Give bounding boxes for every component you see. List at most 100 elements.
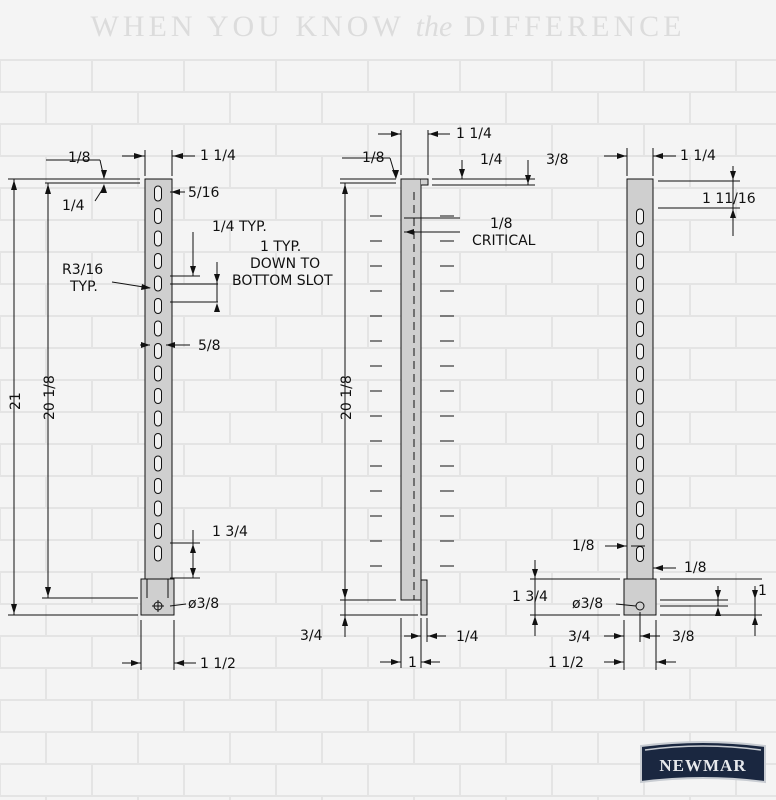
back-slot — [636, 478, 644, 495]
front-slot — [154, 455, 162, 472]
back-arrow-38 — [641, 633, 650, 639]
front-arrow-base-right — [175, 660, 184, 666]
front-arrow-134-top — [190, 544, 196, 553]
front-slot — [154, 365, 162, 382]
side-dim-hook-drop: 3/8 — [546, 152, 569, 168]
front-arrow-typ — [190, 266, 196, 275]
front-slot — [154, 208, 162, 224]
front-hole-leader — [169, 603, 187, 607]
front-arrow-20-top — [45, 184, 51, 194]
logo-banner — [640, 741, 766, 784]
back-dim-wall-right: 1/8 — [684, 560, 707, 576]
front-arrow-wall — [101, 170, 107, 179]
back-arrow-hole-top — [715, 590, 721, 599]
front-dim-wall: 1/8 — [68, 150, 91, 166]
side-view: 1 1/4 1/8 1/4 3/8 1/8 CRITICAL 20 1/8 3/… — [300, 126, 569, 671]
front-slot — [154, 523, 162, 539]
side-arrow-20-top — [342, 184, 348, 194]
front-slot — [154, 275, 162, 292]
back-dim-bottom: 1 3/4 — [512, 589, 548, 605]
side-dim-hook-gap: 1/4 — [480, 152, 503, 168]
front-dim-base-width: 1 1/2 — [200, 656, 236, 672]
side-dim-tab: 1/4 — [456, 629, 479, 645]
back-arrow-1-top — [752, 590, 758, 599]
front-arrow-top-left — [134, 153, 144, 159]
front-view: 1 1/4 1/8 1/4 5/16 1/4 TYP. 1 TYP. DOWN … — [8, 148, 333, 672]
front-slot — [154, 388, 162, 404]
back-arrow-1116-bottom — [730, 209, 736, 218]
side-dim-wall: 1/8 — [362, 150, 385, 166]
side-standard-hook — [421, 178, 429, 186]
front-dim-top-width: 1 1/4 — [200, 148, 236, 164]
front-arrow-21-top — [11, 180, 17, 190]
front-dim-hole: ø3/8 — [188, 596, 219, 612]
front-slot-group — [154, 185, 162, 562]
front-dim-slot-spacing: 1/4 TYP. — [212, 219, 267, 235]
side-dim-height-slotted: 20 1/8 — [339, 375, 355, 420]
back-arrow-hole-bottom — [715, 607, 721, 616]
side-arrow-20-bottom — [342, 589, 348, 599]
side-dim-depth: 1 — [408, 655, 417, 671]
back-slot — [636, 456, 644, 472]
side-arrow-hook — [459, 169, 465, 178]
tagline-part1: WHEN YOU KNOW — [90, 10, 405, 43]
back-slot — [636, 343, 644, 360]
front-dim-height-slotted: 20 1/8 — [42, 375, 58, 420]
front-dim-height-total: 21 — [8, 392, 24, 410]
front-arrow-21-bottom — [11, 604, 17, 614]
front-arrow-1typ-bottom — [214, 303, 220, 312]
front-note-spacing-line1: 1 TYP. — [260, 239, 301, 255]
back-slot — [636, 366, 644, 382]
side-arrow-top-left — [391, 131, 400, 137]
front-arrow-58-left — [141, 342, 150, 348]
back-slot-group — [636, 208, 644, 562]
front-slot — [154, 410, 162, 427]
front-arrow-1typ-top — [214, 274, 220, 283]
back-arrow-134-bottom — [532, 616, 538, 625]
back-arrow-wall-right — [654, 565, 663, 571]
front-arrow-radius — [141, 284, 151, 290]
back-slot — [636, 433, 644, 450]
back-slot — [636, 298, 644, 315]
back-slot — [636, 208, 644, 225]
front-arrow-134-bottom — [190, 568, 196, 577]
front-radius-line2: TYP. — [69, 279, 98, 295]
front-slot — [154, 230, 162, 247]
side-arrow-foot — [342, 616, 348, 626]
newmar-logo: NEWMAR — [640, 741, 766, 784]
tagline-the: the — [415, 10, 453, 43]
front-slot — [154, 433, 162, 449]
back-arrow-base-right — [657, 659, 666, 665]
front-slot — [154, 298, 162, 314]
side-arrow-wall — [392, 170, 399, 179]
back-slot — [636, 321, 644, 337]
back-dim-hole-offset: 3/4 — [568, 629, 591, 645]
side-arrow-top-right — [429, 131, 438, 137]
front-note-spacing-line2: DOWN TO — [250, 256, 320, 272]
front-slot — [154, 185, 162, 202]
front-dim-slot-length: 5/8 — [198, 338, 221, 354]
back-dim-top-width: 1 1/4 — [680, 148, 716, 164]
back-arrow-134-top — [532, 569, 538, 578]
back-view: 1 1/4 1 11/16 1/8 1/8 1 3/4 ø3/8 1 3/4 3… — [512, 148, 767, 671]
front-note-spacing-line3: BOTTOM SLOT — [232, 273, 333, 289]
back-arrow-1116-top — [730, 171, 736, 180]
side-standard-body — [400, 178, 422, 601]
front-arrow-quarter — [100, 184, 107, 193]
front-arrow-516 — [171, 189, 180, 195]
tagline: WHEN YOU KNOW the DIFFERENCE — [0, 10, 776, 44]
front-slot — [154, 545, 162, 562]
front-radius-line1: R3/16 — [62, 262, 103, 278]
back-slot — [636, 501, 644, 517]
back-slot — [636, 411, 644, 427]
back-slot — [636, 231, 644, 247]
back-dim-hole-height: 1 — [758, 583, 767, 599]
back-arrow-base-left — [614, 659, 623, 665]
side-arrow-tab-right — [428, 633, 437, 639]
side-dim-top-width: 1 1/4 — [456, 126, 492, 142]
back-dim-hole-side: 3/8 — [672, 629, 695, 645]
front-slot — [154, 253, 162, 269]
front-dim-bottom-slot: 1 3/4 — [212, 524, 248, 540]
back-arrow-top-right — [654, 153, 663, 159]
